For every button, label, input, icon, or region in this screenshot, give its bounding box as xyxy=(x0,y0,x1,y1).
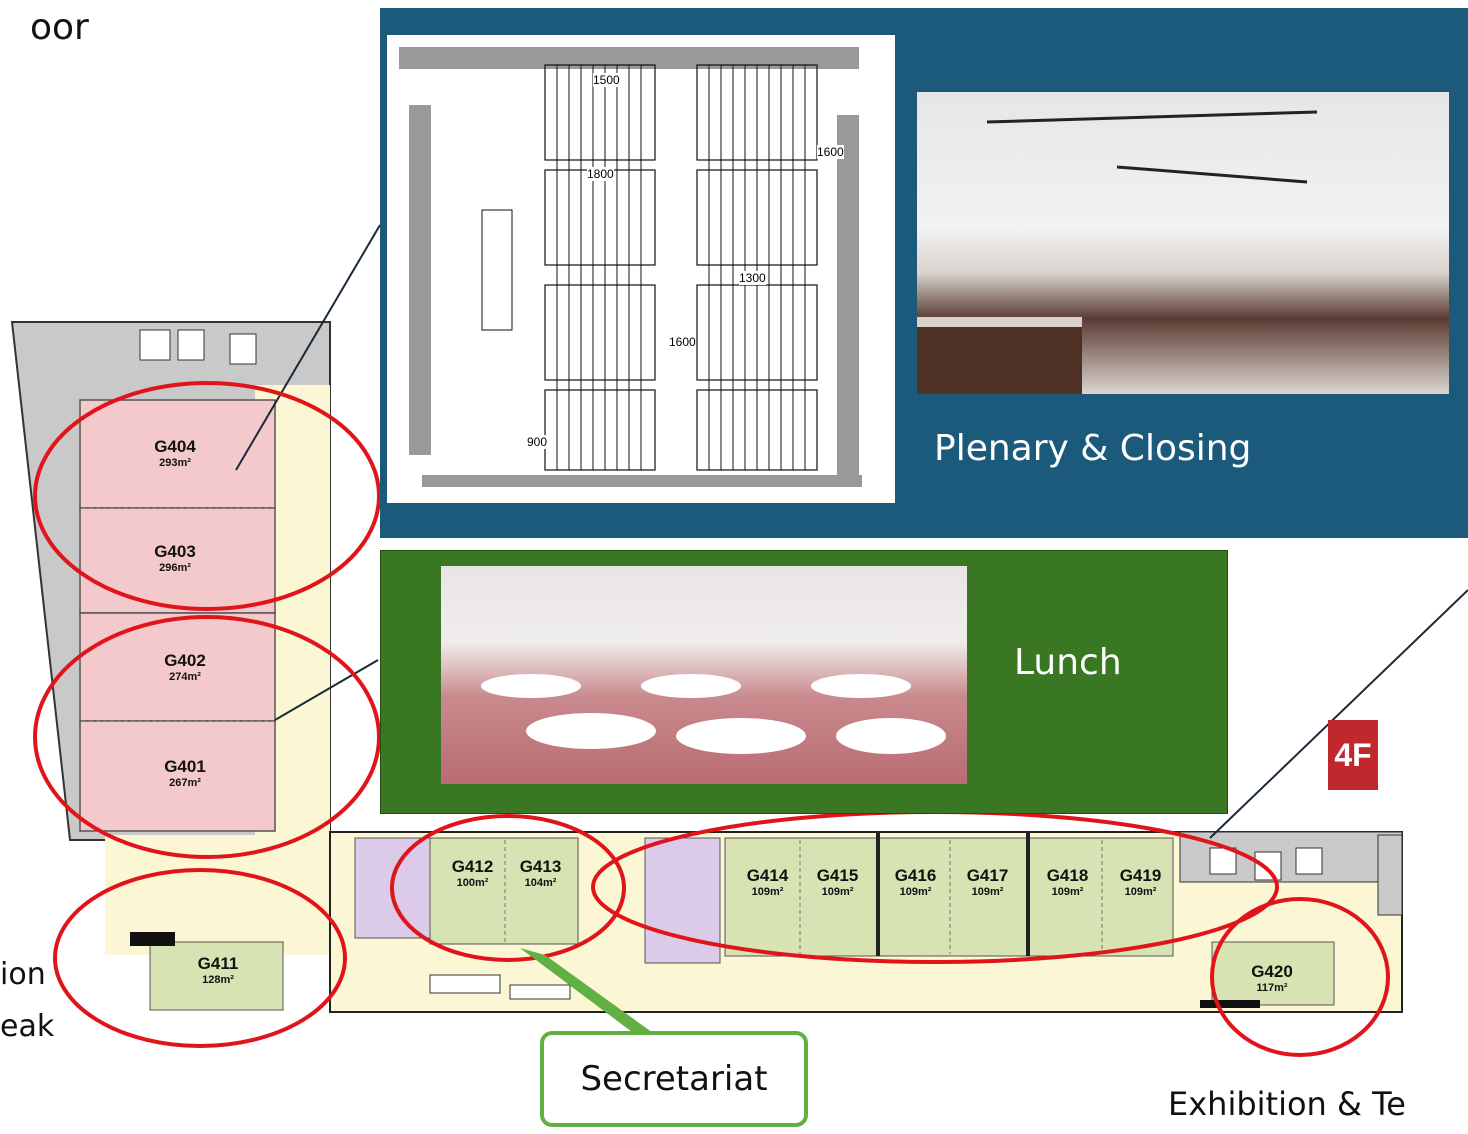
dimension-label-2: 1800 xyxy=(587,167,614,181)
banquet-hall-photo xyxy=(441,566,967,784)
plenary-label: Plenary & Closing xyxy=(934,428,1252,469)
stairs xyxy=(509,984,571,1000)
ring-g420 xyxy=(1210,897,1390,1057)
room-g401-shape xyxy=(79,720,276,832)
plenary-hall-photo xyxy=(917,92,1449,394)
dimension-label-6: 900 xyxy=(527,435,548,449)
dimension-label-3: 1600 xyxy=(817,145,844,159)
room-g404-shape xyxy=(79,399,276,509)
left-label-line2: eak xyxy=(0,1009,55,1044)
exhibition-label: Exhibition & Te xyxy=(1168,1085,1406,1123)
lunch-label: Lunch xyxy=(1014,642,1122,683)
left-label-line1: ion xyxy=(0,957,46,992)
seating-plan-drawing xyxy=(399,47,862,487)
lunch-panel: Lunch xyxy=(380,550,1228,814)
room-g403-shape xyxy=(79,507,276,614)
page-title-fragment: oor xyxy=(30,7,89,48)
dimension-label-1: 1500 xyxy=(593,73,620,87)
elevator-icon xyxy=(139,329,171,361)
lunch-connector xyxy=(274,659,379,721)
elevator-icon-4 xyxy=(1295,847,1323,875)
ring-g401-g402 xyxy=(33,615,381,859)
floor-badge: 4F xyxy=(1328,720,1378,790)
plenary-panel: 1500 1800 1600 1300 1600 900 Plenary & C… xyxy=(380,8,1468,538)
secretariat-pointer xyxy=(520,948,660,1038)
ring-g412-g413 xyxy=(390,814,626,962)
plenary-connector xyxy=(235,224,381,471)
dimension-label-5: 1600 xyxy=(669,335,696,349)
exhibition-connector xyxy=(1209,589,1468,839)
room-g412-413-shape xyxy=(429,837,579,945)
seating-plan: 1500 1800 1600 1300 1600 900 xyxy=(387,35,895,503)
secretariat-callout: Secretariat xyxy=(540,1031,808,1127)
dimension-label-4: 1300 xyxy=(739,271,766,285)
ring-g403-g404 xyxy=(33,381,381,611)
ring-g411 xyxy=(53,868,347,1048)
stage-shape xyxy=(917,322,1082,394)
elevator-icon-2 xyxy=(229,333,257,365)
escalator-icon-2 xyxy=(1254,851,1282,881)
room-g411-shape xyxy=(149,941,284,1011)
escalator-icon xyxy=(177,329,205,361)
